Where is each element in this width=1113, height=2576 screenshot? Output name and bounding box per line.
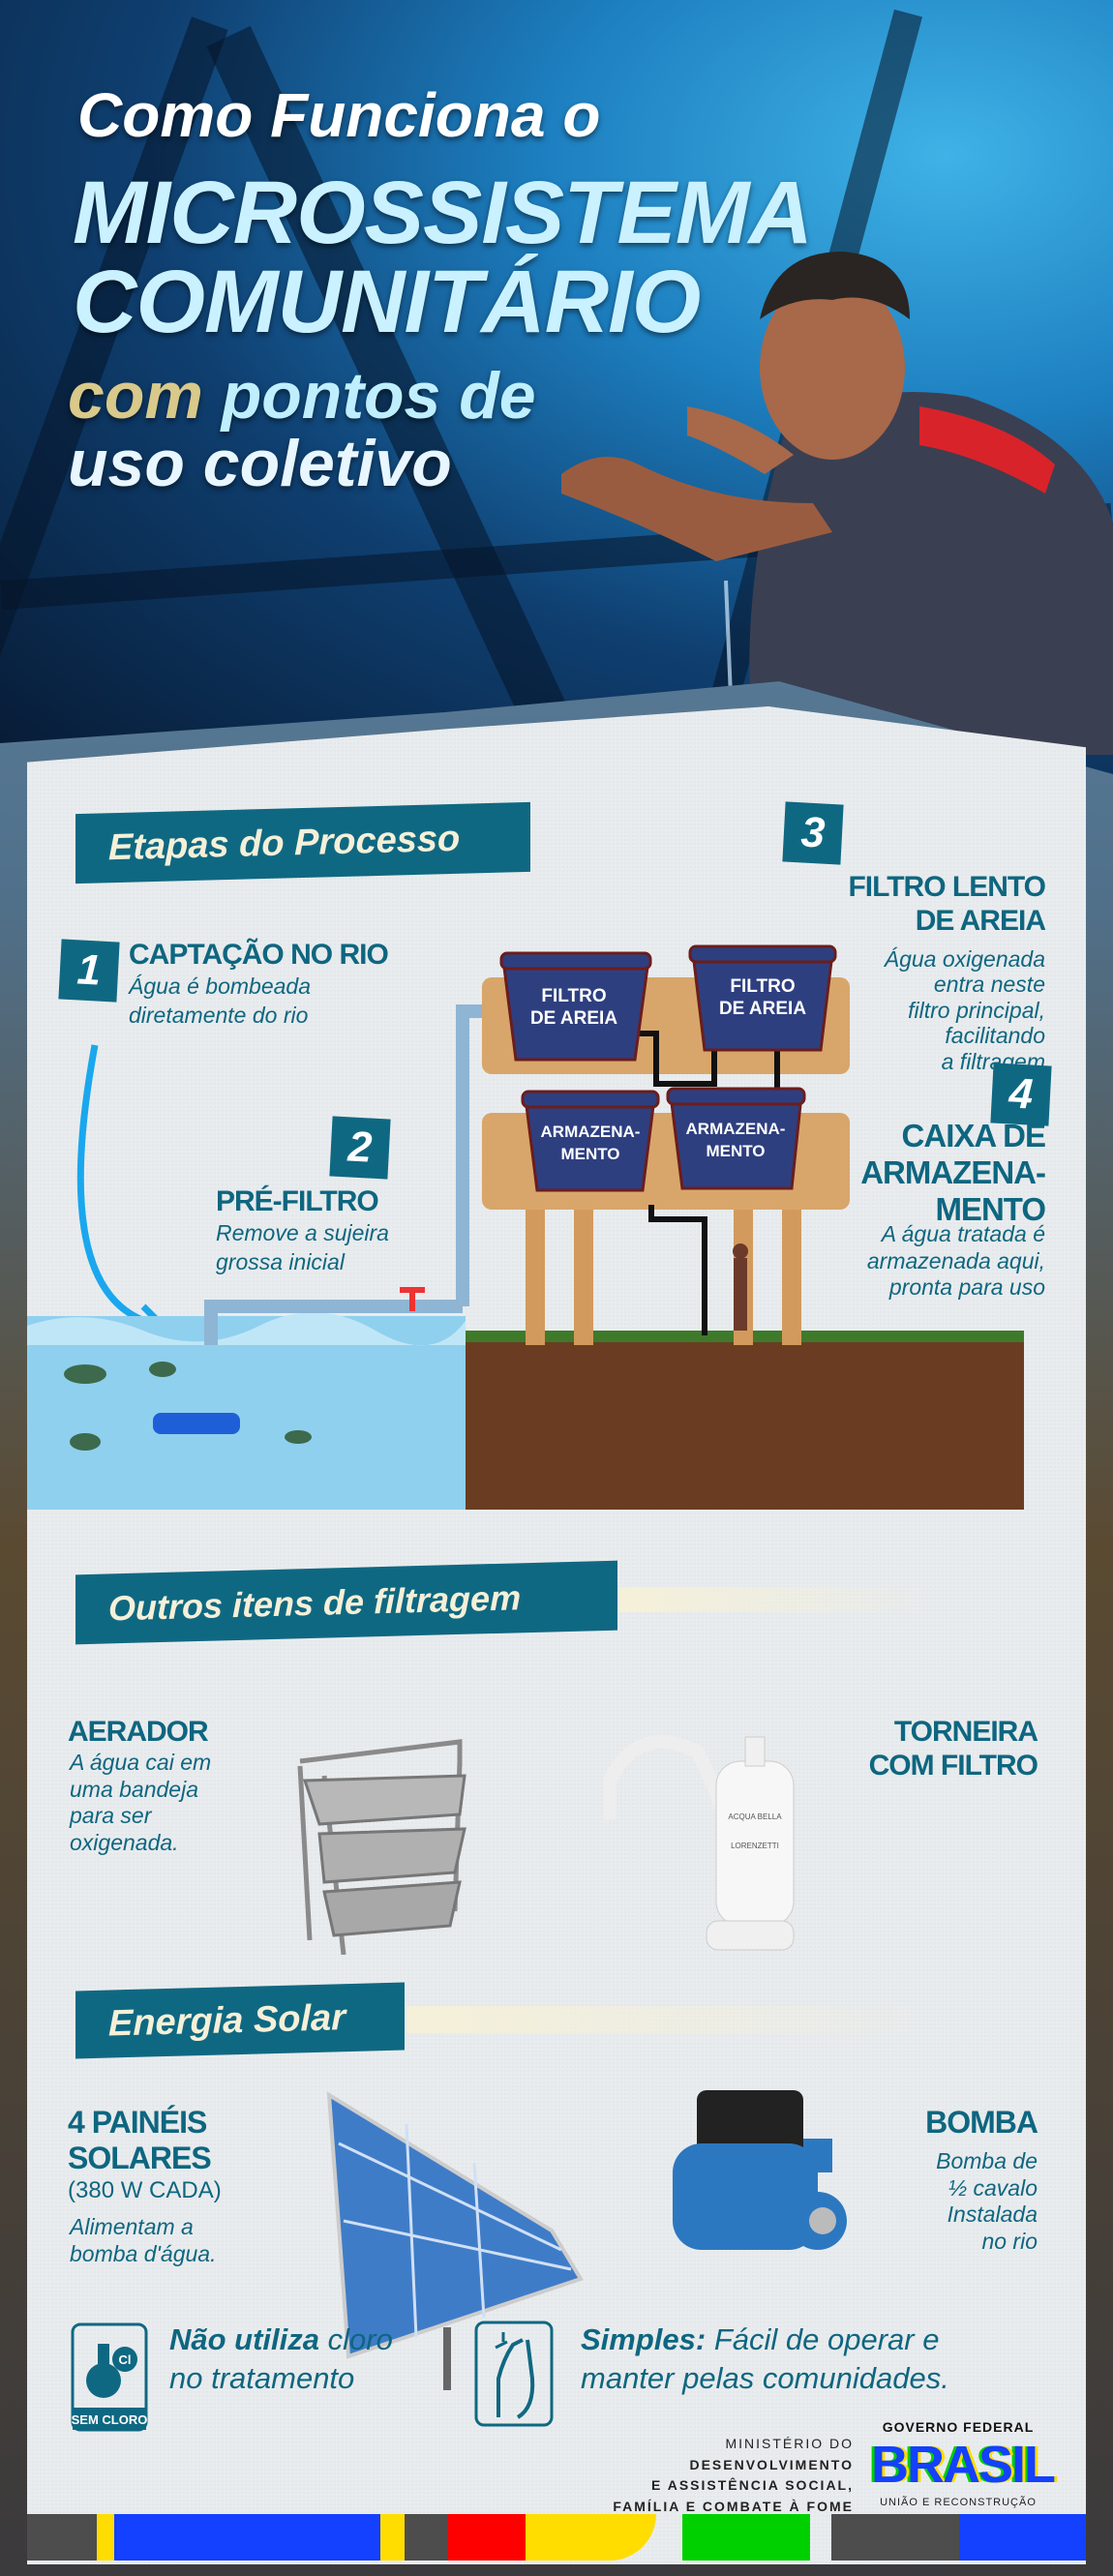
title-line-1: Como Funciona o bbox=[77, 80, 601, 150]
step-1-title: CAPTAÇÃO NO RIO bbox=[129, 939, 389, 971]
svg-text:DE AREIA: DE AREIA bbox=[719, 999, 806, 1019]
header-photo: Como Funciona o MICROSSISTEMA COMUNITÁRI… bbox=[0, 0, 1113, 774]
process-banner: Etapas do Processo bbox=[75, 801, 530, 884]
svg-text:SEM CLORO: SEM CLORO bbox=[72, 2412, 148, 2427]
svg-text:MENTO: MENTO bbox=[706, 1142, 765, 1160]
step-3-number: 3 bbox=[782, 801, 844, 865]
step-2-title: PRÉ-FILTRO bbox=[216, 1185, 379, 1217]
solar-panels-photo bbox=[326, 2091, 584, 2390]
person-at-tap bbox=[734, 1258, 747, 1331]
ministry-logo: MINISTÉRIO DO DESENVOLVIMENTO E ASSISTÊN… bbox=[613, 2436, 854, 2515]
solar-banner: Energia Solar bbox=[75, 1982, 405, 2059]
pump-title: BOMBA bbox=[925, 2105, 1038, 2140]
title-com: com bbox=[68, 359, 203, 433]
banner-stripe bbox=[406, 2006, 929, 2033]
svg-text:ACQUA BELLA: ACQUA BELLA bbox=[728, 1812, 782, 1821]
title-line-2: MICROSSISTEMA bbox=[73, 164, 813, 262]
aerator-photo bbox=[297, 1739, 466, 1955]
water-pipe bbox=[204, 1300, 463, 1345]
brasil-wordmark: BRASIL bbox=[871, 2436, 1056, 2494]
svg-text:DE AREIA: DE AREIA bbox=[530, 1008, 617, 1029]
man-drinking-photo bbox=[561, 252, 1113, 755]
title-line-4: com pontos de bbox=[68, 358, 536, 434]
no-chlorine-text: Não utiliza cloro no tratamento bbox=[169, 2322, 393, 2396]
filtering-banner: Outros itens de filtragem bbox=[75, 1560, 617, 1645]
crossed-fingers-icon bbox=[474, 2321, 554, 2427]
storage-tank-1: ARMAZENA- MENTO bbox=[521, 1090, 660, 1192]
aerator-title: AERADOR bbox=[68, 1716, 209, 1748]
svg-text:ARMAZENA-: ARMAZENA- bbox=[686, 1120, 786, 1138]
svg-text:MENTO: MENTO bbox=[560, 1145, 619, 1163]
flow-arrow bbox=[76, 1044, 164, 1330]
storage-tank-2: ARMAZENA- MENTO bbox=[666, 1087, 806, 1190]
water-pump-photo bbox=[673, 2090, 847, 2250]
river bbox=[27, 1316, 466, 1510]
title-line-3: COMUNITÁRIO bbox=[73, 253, 701, 351]
intake-pipe bbox=[153, 1413, 240, 1434]
gov-slogan: UNIÃO E RECONSTRUÇÃO bbox=[880, 2497, 1037, 2508]
svg-text:FILTRO: FILTRO bbox=[541, 986, 606, 1006]
panels-spec: (380 W CADA) bbox=[68, 2177, 222, 2203]
svg-text:Cl: Cl bbox=[119, 2352, 132, 2367]
no-chlorine-icon: Cl SEM CLORO bbox=[71, 2322, 148, 2432]
gov-federal-logo: GOVERNO FEDERAL BRASIL UNIÃO E RECONSTRU… bbox=[871, 2419, 1056, 2509]
simple-text: Simples: Fácil de operar e manter pelas … bbox=[581, 2322, 949, 2396]
svg-text:LORENZETTI: LORENZETTI bbox=[731, 1842, 779, 1850]
filter-faucet-photo: ACQUA BELLA LORENZETTI bbox=[603, 1735, 795, 1951]
banner-stripe bbox=[619, 1587, 929, 1612]
title-line-5: uso coletivo bbox=[68, 427, 452, 500]
svg-text:ARMAZENA-: ARMAZENA- bbox=[541, 1123, 641, 1141]
svg-text:FILTRO: FILTRO bbox=[730, 976, 795, 997]
title-pontos: pontos de bbox=[221, 359, 536, 433]
soil bbox=[466, 1335, 1024, 1510]
gov-federal-label: GOVERNO FEDERAL bbox=[882, 2419, 1035, 2435]
